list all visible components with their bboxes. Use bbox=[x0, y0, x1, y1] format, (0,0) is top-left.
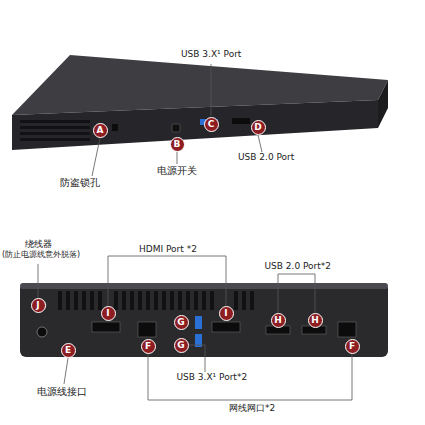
callout-letter: A bbox=[93, 123, 108, 138]
callout-letter: I bbox=[101, 306, 116, 321]
device-top-edge bbox=[20, 283, 388, 289]
part-label: USB 3.X¹ Port*2 bbox=[177, 373, 248, 383]
power-jack bbox=[37, 327, 47, 337]
callout-letter: I bbox=[219, 306, 234, 321]
callout-letter: J bbox=[31, 298, 46, 313]
ethernet-port bbox=[138, 322, 156, 337]
callout-letter: H bbox=[308, 313, 323, 328]
device-rear-face bbox=[20, 283, 388, 357]
callout-letter: E bbox=[61, 343, 76, 358]
callout-letter: G bbox=[174, 315, 189, 330]
part-label: 网线网口*2 bbox=[229, 404, 275, 414]
callout-letter-text: I bbox=[224, 309, 227, 318]
part-label: (防止电源线意外脱落) bbox=[2, 251, 80, 260]
callout-letter-text: F bbox=[145, 342, 151, 351]
callout-letter: C bbox=[204, 117, 219, 132]
power-button bbox=[172, 124, 180, 132]
usb3-port bbox=[195, 316, 202, 329]
device-front-face bbox=[12, 100, 378, 150]
usb2-port bbox=[232, 118, 250, 124]
leader-lines bbox=[38, 64, 352, 400]
part-label: 电源线接口 bbox=[37, 386, 87, 397]
callout-letter: H bbox=[271, 313, 286, 328]
part-label: HDMI Port *2 bbox=[139, 245, 197, 255]
hdmi-port bbox=[212, 322, 240, 332]
device-side-face bbox=[378, 80, 388, 128]
callout-letter-text: C bbox=[208, 120, 215, 129]
callout-letter-text: H bbox=[274, 316, 282, 325]
ethernet-port bbox=[338, 322, 356, 337]
part-label: USB 2.0 Port bbox=[238, 153, 294, 163]
callout-letter-text: A bbox=[97, 126, 104, 135]
callout-letter: G bbox=[174, 338, 189, 353]
front-vent bbox=[20, 120, 90, 141]
callout-letter-text: I bbox=[106, 309, 109, 318]
callout-letter-text: G bbox=[177, 341, 184, 350]
lock-slot bbox=[112, 124, 118, 131]
part-label: USB 3.X¹ Port bbox=[181, 50, 241, 60]
part-label: 绕线器 bbox=[25, 240, 52, 250]
part-label: USB 2.0 Port*2 bbox=[265, 262, 332, 272]
callout-letter-text: E bbox=[65, 346, 71, 355]
callout-letter-text: H bbox=[311, 316, 319, 325]
callout-letter: F bbox=[141, 339, 156, 354]
callout-letter: D bbox=[251, 120, 266, 135]
callout-letter: F bbox=[345, 339, 360, 354]
callout-letter-text: B bbox=[174, 140, 181, 149]
callout-letter-text: F bbox=[349, 342, 355, 351]
callout-letter-text: G bbox=[177, 318, 184, 327]
part-label: 防盗锁孔 bbox=[60, 177, 100, 188]
part-label: 电源开关 bbox=[157, 165, 197, 176]
callout-letter-text: D bbox=[254, 123, 261, 132]
hdmi-port bbox=[92, 322, 120, 332]
callout-letter: B bbox=[170, 137, 185, 152]
callout-letter-text: J bbox=[36, 301, 39, 310]
